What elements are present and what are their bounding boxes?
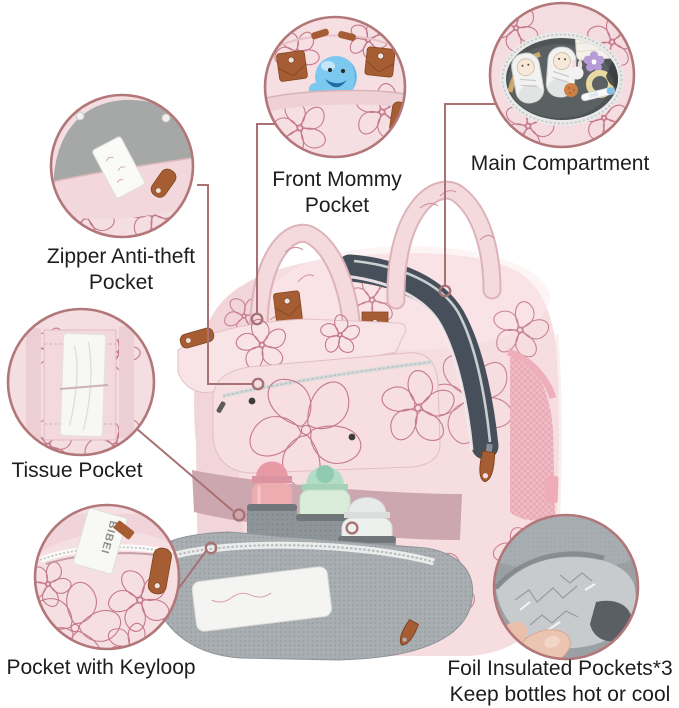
inset-zipper-anti-theft-pocket (49, 93, 195, 239)
connector-zipper-anti-theft (197, 184, 252, 385)
blue-toy (309, 56, 357, 98)
right-handle (386, 180, 502, 310)
flower-toy (583, 51, 605, 72)
leather-clip (113, 520, 135, 540)
leather-tab (150, 168, 177, 198)
ring-marker-main-zipper (438, 284, 452, 298)
connector-tissue (136, 428, 234, 512)
front-pocket (212, 352, 470, 510)
keyloop-strap (147, 547, 172, 595)
changing-pad (191, 566, 333, 632)
connector-keyloop (175, 550, 207, 593)
connector-front-mommy (256, 123, 275, 313)
dark-item (606, 57, 618, 88)
bunny-toy (570, 60, 584, 80)
ring-marker-bottle-area (232, 508, 246, 522)
mesh-organizer-flap (147, 531, 474, 661)
pocket-zipper-pull (216, 401, 226, 413)
callout-label-pocket-with-keyloop: Pocket with Keyloop (6, 656, 196, 679)
inset-main-compartment (488, 1, 636, 149)
zipper-pulls (311, 28, 356, 41)
callout-label-zipper-anti-theft-pocket: Zipper Anti-theft Pocket (46, 245, 196, 294)
cookie-toy (564, 83, 578, 97)
rivet (348, 433, 356, 441)
rivet (248, 397, 256, 405)
zipper-pull (479, 443, 496, 483)
card-in-pocket (92, 136, 145, 199)
inset-front-mommy-pocket (263, 15, 407, 159)
leather-square-patch (364, 46, 396, 78)
backpack (147, 180, 564, 661)
callout-connectors (136, 103, 496, 593)
tissue (59, 332, 107, 438)
callout-label-main-compartment: Main Compartment (470, 152, 650, 175)
compartment-contents (507, 38, 618, 104)
callout-label-front-mommy-pocket: Front Mommy Pocket (272, 168, 402, 217)
ring-marker-mesh-flap (204, 541, 218, 555)
baby-shoe (511, 52, 545, 104)
callout-label-tissue-pocket: Tissue Pocket (11, 459, 143, 482)
ring-markers (204, 284, 452, 555)
ring-marker-front-pocket (251, 377, 265, 391)
ring-marker-flap (250, 312, 264, 326)
connector-main-compartment (444, 103, 496, 285)
leather-square-patch (276, 50, 308, 82)
inset-pocket-with-keyloop: BIBEI (33, 503, 181, 651)
flap-leather-tab (179, 327, 215, 349)
inset-tissue-pocket (6, 307, 156, 457)
callout-label-foil-insulated-pockets: Foil Insulated Pockets*3 Keep bottles ho… (447, 657, 673, 706)
mesh-zipper-pull (399, 619, 420, 646)
ring-marker-insulated-pocket (345, 521, 359, 535)
thermometer (581, 86, 615, 102)
card-in-pocket: BIBEI (73, 507, 128, 575)
side-mesh-pocket (506, 348, 560, 521)
